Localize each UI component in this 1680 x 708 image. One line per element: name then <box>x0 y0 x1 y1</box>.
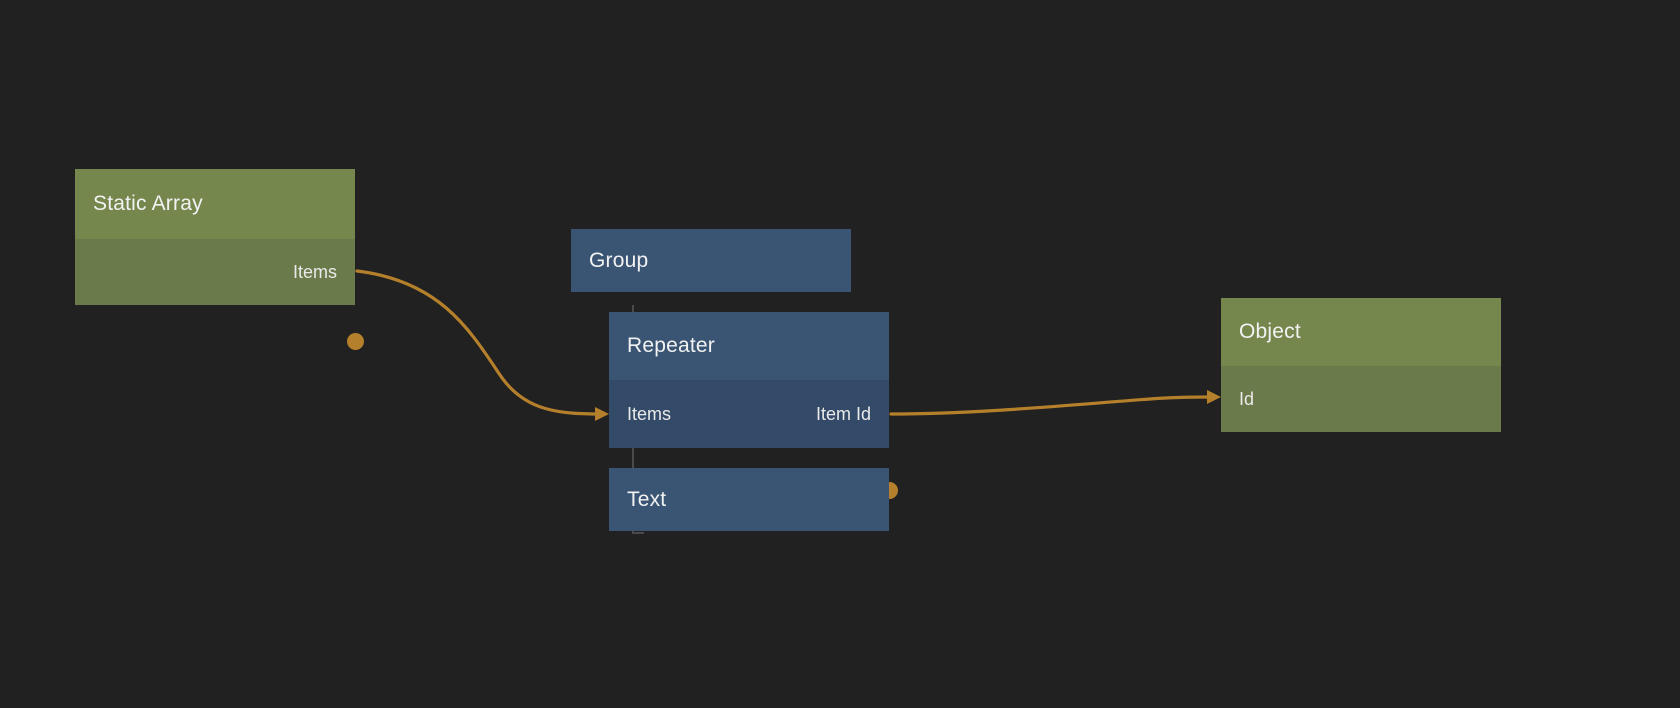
port-label-object-id: Id <box>1239 388 1255 409</box>
port-label-repeater-items: Items <box>627 403 672 424</box>
wire-repeater-itemid-to-object-id <box>889 395 1216 416</box>
port-row-repeater-items[interactable]: Items Item Id <box>609 380 889 448</box>
port-label-repeater-item-id: Item Id <box>815 403 871 424</box>
node-static-array-title: Static Array <box>75 169 355 239</box>
node-static-array[interactable]: Static Array Items <box>75 169 364 350</box>
port-label-static-array-items: Items <box>292 261 337 282</box>
node-object-title: Object <box>1221 298 1501 366</box>
node-group-title: Group <box>571 229 851 292</box>
wire-arrowhead-object-id <box>1207 390 1221 404</box>
node-text-title: Text <box>609 468 889 531</box>
wire-static-array-items-to-repeater-items <box>355 269 606 416</box>
node-object-body: Id <box>1221 366 1501 432</box>
node-group[interactable]: Group <box>571 229 851 292</box>
node-object[interactable]: Object Id <box>1221 298 1501 432</box>
port-dot-static-array-items-output[interactable] <box>347 333 364 350</box>
node-text[interactable]: Text <box>609 468 889 531</box>
port-row-object-id[interactable]: Id <box>1221 366 1501 432</box>
node-repeater[interactable]: Repeater Items Item Id <box>609 312 898 499</box>
group-tree-branch-text <box>632 532 644 534</box>
node-repeater-title: Repeater <box>609 312 889 380</box>
node-repeater-body: Items Item Id <box>609 380 898 499</box>
port-row-static-array-items[interactable]: Items <box>75 239 355 305</box>
node-static-array-body: Items <box>75 239 364 350</box>
wire-arrowhead-repeater-items <box>595 407 609 421</box>
